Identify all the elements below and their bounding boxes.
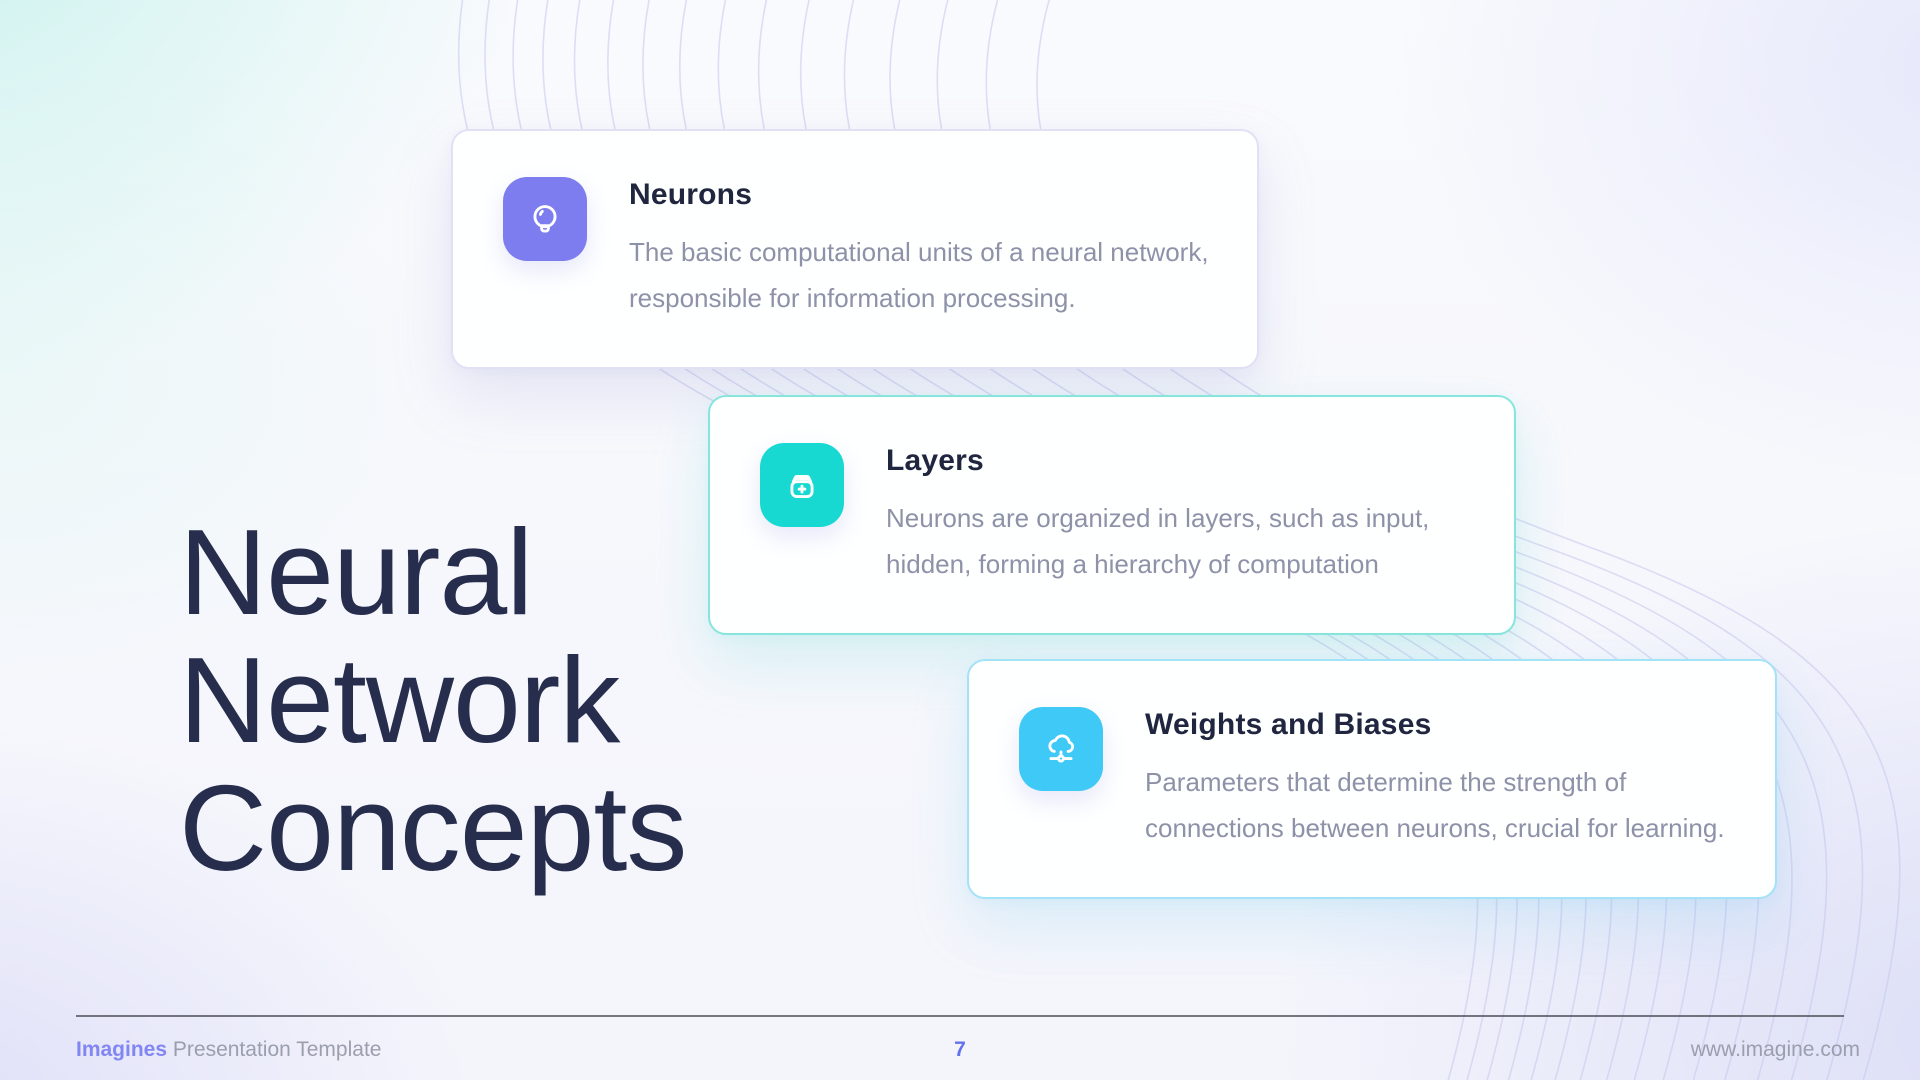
concept-card-layers: Layers Neurons are organized in layers, … [708, 395, 1516, 635]
slide-title-line: Concepts [179, 760, 687, 896]
footer-brand: Imagines Presentation Template [76, 1038, 381, 1062]
slide-title-line: Network [179, 632, 620, 768]
card-description: Neurons are organized in layers, such as… [886, 503, 1430, 579]
cloud-network-icon [1019, 707, 1103, 791]
brand-suffix: Presentation Template [172, 1038, 382, 1061]
concept-card-weights-biases: Weights and Biases Parameters that deter… [967, 659, 1777, 899]
website-url: www.imagine.com [1690, 1038, 1860, 1061]
card-description: The basic computational units of a neura… [629, 237, 1209, 313]
card-description: Parameters that determine the strength o… [1145, 767, 1725, 843]
archive-add-icon [760, 443, 844, 527]
brand-name: Imagines [76, 1038, 168, 1061]
footer: Imagines Presentation Template 7 www.ima… [0, 1036, 1920, 1066]
card-title: Neurons [629, 178, 753, 211]
lightbulb-icon [503, 177, 587, 261]
concept-card-neurons: Neurons The basic computational units of… [451, 129, 1259, 369]
page-number: 7 [954, 1038, 966, 1061]
card-title: Layers [886, 444, 984, 477]
card-title: Weights and Biases [1145, 708, 1432, 741]
slide-title: Neural Network Concepts [179, 504, 687, 896]
slide-title-line: Neural [179, 504, 533, 640]
footer-divider [76, 1015, 1844, 1017]
